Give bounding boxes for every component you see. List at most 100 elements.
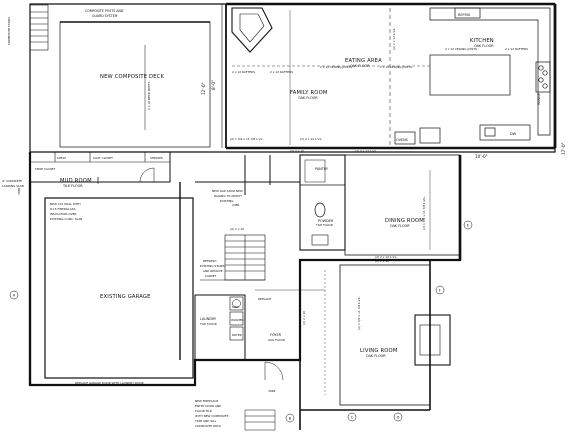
tag-d: D: [397, 415, 400, 419]
central-hall: NEW OAK STAIR NEW RAILING TO MATCH EXIST…: [179, 155, 300, 360]
powder-floor-label: TILE FLOOR: [315, 223, 333, 227]
refinish-note-4: CARPET: [205, 274, 217, 278]
beam-7: (2) 1 3/4 x 11 7/8 L.V.L.: [422, 196, 426, 230]
kitchen-label: KITCHEN: [470, 38, 494, 44]
deck-note-top-2: GUARD SYSTEM: [92, 14, 118, 18]
main-stairs: [200, 234, 266, 281]
laundry: WASHER DRYER SINK LAUNDRY TILE FLOOR REP…: [194, 294, 271, 361]
door-3080-l: 3080: [17, 187, 21, 195]
ceiling-joists-1: 2 x 12 CEILING JOISTS: [320, 65, 352, 69]
shelf-label: SHELF: [57, 156, 66, 160]
beam-1: (2) 2 x 12 L.V.L.: [392, 27, 396, 50]
range-label: RANGE: [537, 93, 541, 105]
fireplace-note-1: NEW FIREPLACE: [195, 399, 218, 403]
pantry-label: PANTRY: [315, 167, 329, 171]
dining-room: DINING ROOM OAK FLOOR (2) 2 x 12 L.V.L. …: [290, 149, 461, 259]
infill-note-3: INSULATION OVER: [50, 212, 76, 216]
beam-4: (2) 1 3/4 x 11 7/8 L.V.L.: [357, 296, 361, 330]
family-room-floor-label: OAK FLOOR: [298, 96, 318, 100]
deck-area: NEW COMPOSITE DECK COMPOSITE POSTS AND G…: [7, 4, 216, 148]
entry-steps: [244, 409, 276, 431]
deck-note-top-1: COMPOSITE POSTS AND: [85, 9, 124, 13]
rafters-2: 2 x 12 RAFTERS: [505, 47, 528, 51]
fireplace-note-4: WITH NEW COMPOSITE: [195, 414, 229, 418]
beam-5: (2) 2 x 12 L.V.L.: [375, 255, 398, 259]
deck-stairs: [29, 4, 49, 51]
fireplace-note-6: COMPOSITE DECK: [195, 424, 221, 428]
corner-fireplace: [231, 7, 273, 53]
fireplace-note-3: FLOOR TILE: [195, 409, 212, 413]
concrete-note-2: LANDING SLAB: [2, 184, 24, 188]
laundry-label: LAUNDRY: [200, 317, 217, 321]
shelves-label: SHELVES: [150, 156, 163, 160]
fireplace-note-2: ENTRY DOOR AND: [195, 404, 222, 408]
replace-label: REPLACE: [258, 297, 271, 301]
beam-3: (2) 1 3/4 x 11 7/8 L.V.L.: [230, 137, 264, 141]
powder-label: POWDER: [318, 219, 334, 223]
sink-label: SINK: [232, 305, 239, 309]
infill-note-4: EXISTING CONC. SLAB: [50, 217, 82, 221]
right-dim-1: 17'-0": [561, 142, 566, 155]
vanity: [311, 234, 329, 246]
family-room-kitchen: REFRIG RANGE DW OVENS KITCHEN OAK FLOOR …: [201, 7, 566, 159]
coat-closet-label: COAT CLOSET: [93, 156, 113, 160]
living-room-floor-label: OAK FLOOR: [366, 354, 386, 358]
laundry-floor-label: TILE FLOOR: [199, 322, 217, 326]
washer-label: WASHER: [231, 318, 244, 322]
infill-note-1: NEW 2x4 WALL WITH: [50, 202, 81, 206]
door-3068: 3068: [268, 389, 276, 393]
section-tags: [9, 220, 473, 423]
tag-c: C: [351, 415, 354, 419]
door-2480-hall: 2480: [232, 203, 240, 207]
fridge-label: REFRIG: [458, 13, 471, 17]
beam-8: (2) 2 x 10: [290, 149, 304, 153]
living-foyer: LIVING ROOM OAK FLOOR FOYER OAK FLOOR (2…: [194, 227, 451, 428]
tag-e: E: [467, 223, 469, 227]
fireplace-note-5: TRIM AND SILL: [194, 419, 217, 423]
foyer-label: FOYER: [270, 333, 282, 337]
foyer-floor-label: OAK FLOOR: [268, 338, 285, 342]
deck-label: NEW COMPOSITE DECK: [100, 74, 165, 80]
beam-10: (2) 2 x 10: [375, 259, 389, 263]
family-dim: 12'-0": [201, 82, 206, 95]
dw-label: DW: [510, 132, 517, 136]
eating-area-floor-label: OAK FLOOR: [350, 64, 370, 68]
refinish-note-3: AND REMOVE: [203, 269, 223, 273]
living-fireplace: [414, 314, 451, 366]
garage-door-note: REPLACE GARAGE DOOR WITH LAUNDRY DOOR: [75, 381, 144, 385]
dryer-label: DRYER: [232, 333, 242, 337]
beam-2: (2) 2 x 12 L.V.L.: [300, 137, 323, 141]
eating-area-label: EATING AREA: [345, 58, 382, 64]
family-room-label: FAMILY ROOM: [290, 90, 328, 96]
mud-door-swing: [139, 167, 155, 183]
stair-note-2: RAILING TO MATCH: [214, 194, 242, 198]
mud-room-label: MUD ROOM: [60, 178, 92, 184]
ovens-label: OVENS: [396, 138, 408, 142]
beam-11: (2) 2 x 10: [230, 227, 244, 231]
stair-note-3: EXISTING: [220, 199, 234, 203]
rafters-1: 2 x 12 RAFTERS: [232, 70, 255, 74]
toilet: [314, 202, 326, 218]
door-2680-mud: 2680: [96, 176, 100, 184]
deck-joist-note: 2 x 10 DECK JOISTS: [147, 82, 151, 110]
entry-door-swing: [264, 361, 284, 381]
concrete-note-1: 4" CONCRETE: [2, 179, 22, 183]
kitchen-counters: [394, 7, 551, 145]
deck-dim: 8'-0": [211, 80, 216, 90]
right-dim-2: 10'-0": [475, 154, 488, 159]
beam-9: (2) 2 x 10: [302, 311, 306, 325]
mud-room: SHELF COAT CLOSET SHELVES SHOE CLOSET MU…: [2, 151, 171, 195]
stair-note-1: NEW OAK STAIR NEW: [212, 189, 243, 193]
rafters-3: 2 x 12 RAFTERS: [270, 70, 293, 74]
beam-6: (2) 2 x 12 L.V.L.: [355, 149, 378, 153]
ceiling-joists-2: 2 x 12 CEILING JOISTS: [445, 47, 477, 51]
tag-a: A: [13, 293, 16, 297]
living-room-label: LIVING ROOM: [360, 348, 398, 354]
shoe-closet-label: SHOE CLOSET: [35, 167, 55, 171]
tag-f: F: [439, 288, 441, 292]
deck-stair-note: COMPOSITE STAIRS: [7, 17, 11, 45]
garage-label: EXISTING GARAGE: [100, 294, 151, 300]
dining-room-floor-label: OAK FLOOR: [390, 224, 410, 228]
